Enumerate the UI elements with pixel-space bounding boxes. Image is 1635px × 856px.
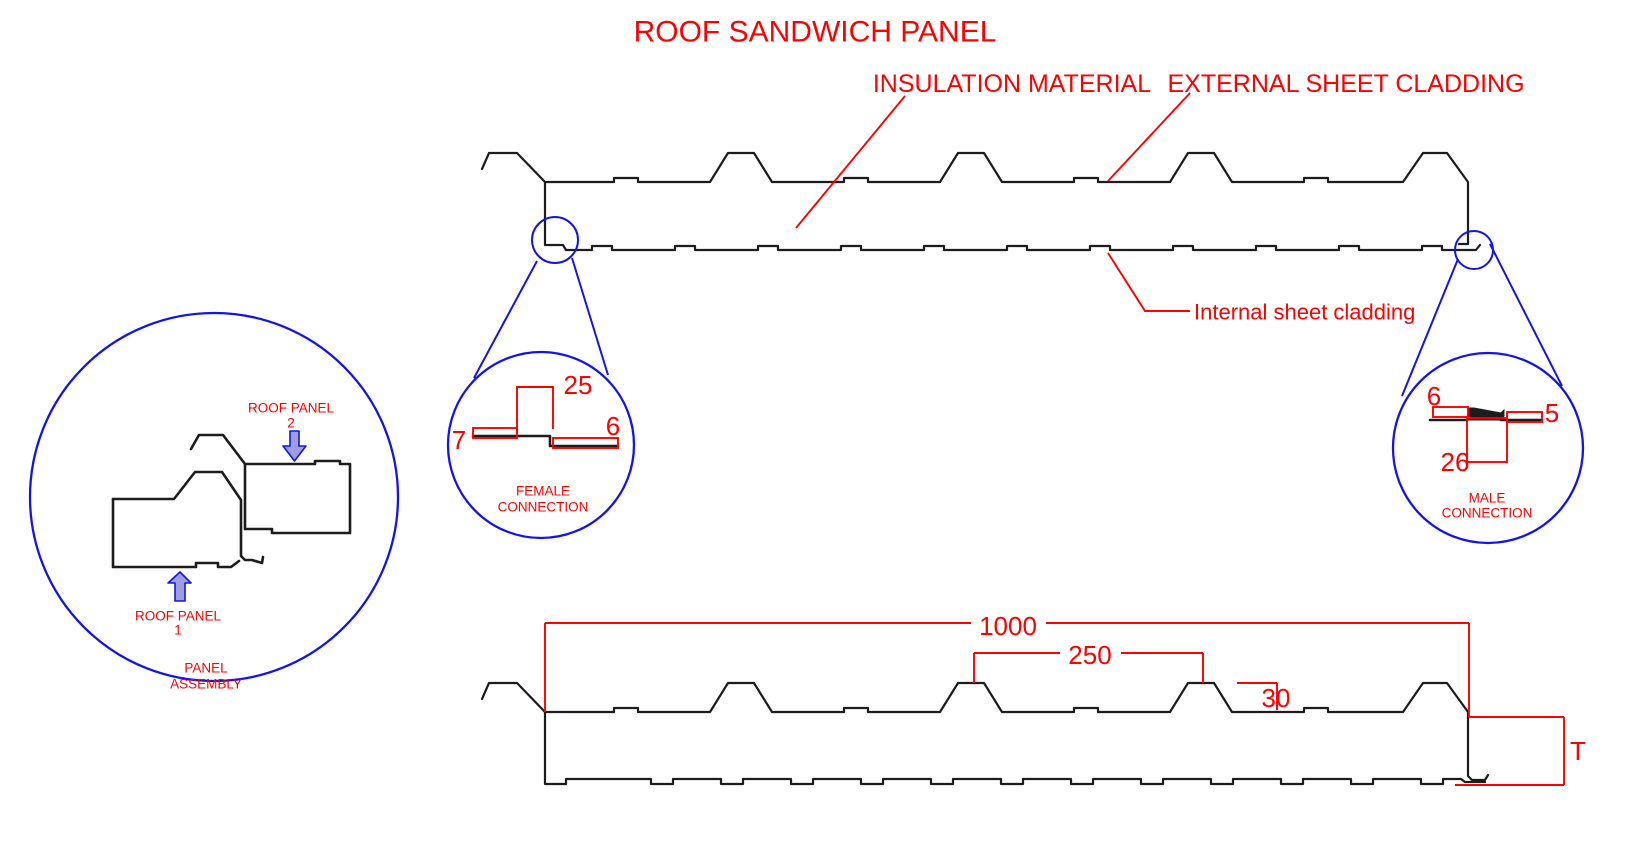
roof-panel-2-lap-edge xyxy=(189,433,247,466)
dimension-1000-text: 1000 xyxy=(979,611,1037,641)
dimension-30: 30 xyxy=(1237,682,1291,713)
insulation-leader-line xyxy=(795,95,906,229)
female-dim-25-box xyxy=(516,386,554,433)
roof-panel-1-number: 1 xyxy=(174,623,182,638)
external-sheet-line-bottom xyxy=(480,681,1490,782)
internal-sheet-cladding-label: Internal sheet cladding xyxy=(1194,300,1415,325)
female-dim-6-text: 6 xyxy=(606,411,620,441)
external-cladding-leader-line xyxy=(1107,92,1191,182)
female-connection-detail: 25 7 6 FEMALE CONNECTION xyxy=(452,370,620,515)
roof-panel-1-bottom xyxy=(111,497,241,569)
female-caption-line1: FEMALE xyxy=(516,484,570,499)
dimension-250-text: 250 xyxy=(1068,640,1111,670)
internal-sheet-line xyxy=(543,181,1482,252)
male-zoom-cone xyxy=(1401,243,1563,397)
male-caption-line1: MALE xyxy=(1469,491,1506,506)
page-title: ROOF SANDWICH PANEL xyxy=(634,16,997,49)
male-dim-26-box xyxy=(1466,417,1508,463)
male-dim-26-text: 26 xyxy=(1441,447,1470,477)
bottom-panel-profile xyxy=(480,681,1490,786)
female-callout xyxy=(446,216,636,540)
up-arrow-icon xyxy=(167,571,192,602)
top-panel-profile xyxy=(480,151,1482,252)
roof-panel-2-body xyxy=(243,459,352,535)
roof-panel-2-label: ROOF PANEL xyxy=(248,401,335,416)
dimension-thickness: T xyxy=(1455,716,1586,786)
assembly-caption-line1: PANEL xyxy=(184,661,228,676)
panel-assembly-circle xyxy=(28,311,400,683)
external-sheet-cladding-label: EXTERNAL SHEET CLADDING xyxy=(1167,70,1524,98)
roof-panel-2-number: 2 xyxy=(287,416,295,431)
male-detail-circle xyxy=(1391,351,1585,545)
dimension-t-text: T xyxy=(1570,736,1586,766)
assembly-caption-line2: ASSEMBLY xyxy=(170,677,242,692)
male-dim-6-text: 6 xyxy=(1427,381,1441,411)
down-arrow-icon xyxy=(282,430,307,462)
female-zoom-cone xyxy=(473,257,609,379)
dimension-30-text: 30 xyxy=(1262,683,1291,713)
male-connection-detail: 6 5 26 MALE CONNECTION xyxy=(1427,381,1559,521)
female-caption-line2: CONNECTION xyxy=(498,500,589,515)
roof-panel-1-top xyxy=(111,470,265,565)
male-dim-6-box xyxy=(1432,406,1469,418)
male-callout xyxy=(1391,230,1585,545)
female-detail-circle xyxy=(446,350,636,540)
male-dim-5-box xyxy=(1506,411,1543,423)
male-caption-line2: CONNECTION xyxy=(1442,506,1533,521)
male-dim-5-text: 5 xyxy=(1545,398,1559,428)
panel-assembly-detail: ROOF PANEL 2 ROOF PANEL 1 PANEL ASSEMBLY xyxy=(111,401,352,692)
female-profile-line xyxy=(471,434,620,448)
external-sheet-line xyxy=(480,151,1470,246)
female-dim-7-box xyxy=(472,427,518,439)
internal-sheet-line-bottom xyxy=(543,710,1487,786)
dimension-250: 250 xyxy=(973,640,1204,683)
female-dim-25-text: 25 xyxy=(564,370,593,400)
female-dim-6-box xyxy=(552,437,619,449)
female-dim-7-text: 7 xyxy=(452,425,466,455)
roof-panel-1-label: ROOF PANEL xyxy=(135,609,222,624)
dimension-1000: 1000 xyxy=(544,611,1470,717)
female-zoom-source-circle xyxy=(531,216,579,264)
insulation-material-label: INSULATION MATERIAL xyxy=(873,70,1151,98)
internal-cladding-leader-line xyxy=(1107,252,1190,312)
